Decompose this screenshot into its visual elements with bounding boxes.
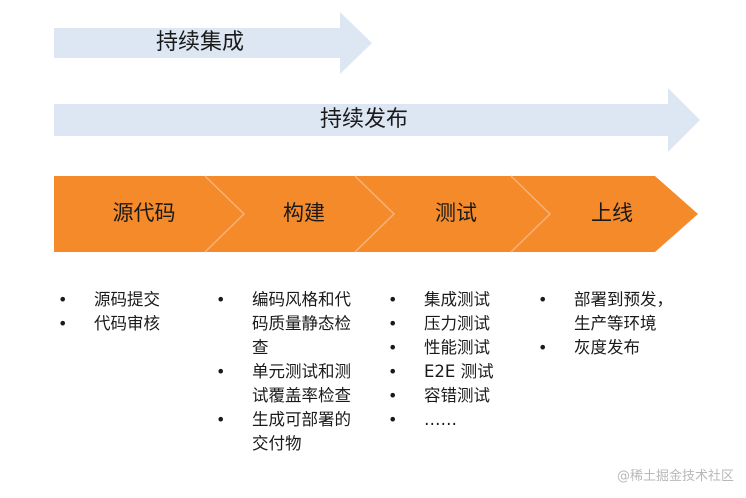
stage-source: 源代码 [112,201,176,225]
list-item: 编码风格和代码质量静态检查 [216,288,362,360]
ci-banner-label: 持续集成 [156,30,245,55]
list-item: 灰度发布 [538,336,688,360]
source-steps: 源码提交 代码审核 [58,288,198,336]
list-item: 源码提交 [58,288,198,312]
list-item: 容错测试 [388,384,528,408]
stage-build: 构建 [283,201,325,225]
list-item: …… [388,408,528,432]
ci-banner-arrow [54,12,372,74]
stage-divider-1 [204,175,246,253]
stage-divider-3 [510,175,552,253]
list-item: 压力测试 [388,312,528,336]
list-item: 部署到预发，生产等环境 [538,288,688,336]
cd-banner-arrow [54,88,700,152]
list-item: 生成可部署的交付物 [216,408,362,456]
list-item: 单元测试和测试覆盖率检查 [216,360,362,408]
release-steps: 部署到预发，生产等环境 灰度发布 [538,288,688,360]
test-steps: 集成测试 压力测试 性能测试 E2E 测试 容错测试 …… [388,288,528,432]
stage-divider-2 [354,175,396,253]
pipeline-arrow [54,176,698,252]
build-steps: 编码风格和代码质量静态检查 单元测试和测试覆盖率检查 生成可部署的交付物 [216,288,362,456]
stage-release: 上线 [591,201,633,225]
list-item: E2E 测试 [388,360,528,384]
list-item: 集成测试 [388,288,528,312]
list-item: 代码审核 [58,312,198,336]
list-item: 性能测试 [388,336,528,360]
watermark: @稀土掘金技术社区 [616,469,734,484]
cd-banner-label: 持续发布 [320,107,409,132]
stage-test: 测试 [435,201,477,225]
